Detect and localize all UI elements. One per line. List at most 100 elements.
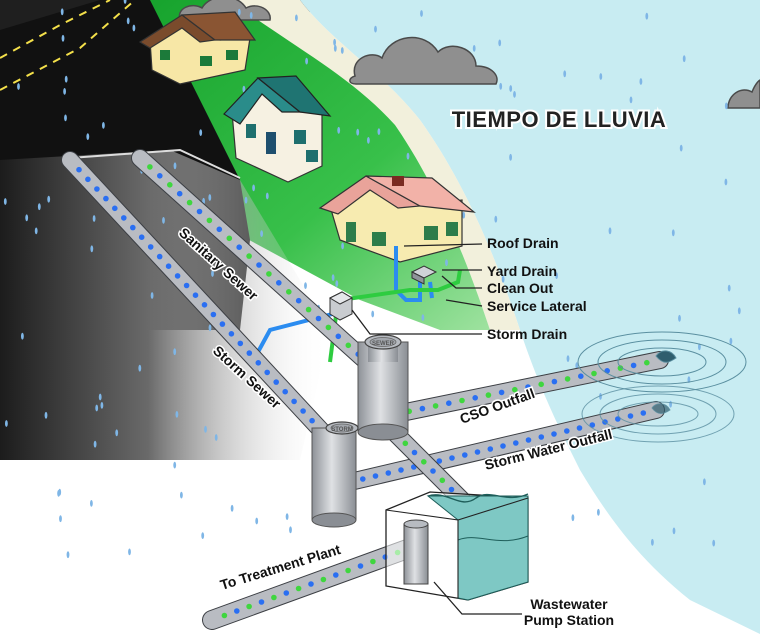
storm-drain-label: Storm Drain — [487, 326, 567, 342]
rain-drop — [249, 12, 253, 19]
flow-dot — [121, 215, 127, 221]
flow-dot — [360, 476, 366, 482]
rain-drop — [421, 314, 425, 321]
rain-drop — [729, 337, 733, 345]
yard-drain-icon — [410, 265, 438, 285]
flow-dot — [345, 567, 351, 574]
rain-drop — [499, 82, 503, 90]
rain-drop — [237, 8, 241, 16]
flow-dot — [432, 403, 439, 409]
rain-drop — [199, 129, 203, 137]
rain-drop — [25, 214, 29, 222]
flow-dot — [300, 408, 306, 414]
flow-dot — [551, 378, 558, 385]
rain-drop — [509, 153, 512, 161]
rain-drop — [98, 393, 102, 401]
flow-dot — [398, 467, 404, 473]
rain-drop — [669, 400, 672, 408]
flow-dot — [333, 572, 339, 578]
flow-dot — [644, 359, 650, 366]
rain-drop — [59, 515, 62, 523]
flow-dot — [165, 263, 172, 270]
roof-drain-label: Roof Drain — [487, 235, 559, 251]
flow-dot — [236, 244, 242, 250]
wastewater-label: Wastewater — [530, 596, 608, 612]
flow-dot — [627, 413, 634, 419]
pump-station — [385, 491, 529, 601]
rain-drop — [501, 275, 505, 283]
flow-dot — [498, 389, 505, 396]
flow-dot — [617, 365, 624, 371]
flow-dot — [76, 166, 82, 173]
rain-drop — [132, 24, 136, 32]
rain-drop — [724, 102, 728, 110]
rain-drop — [377, 128, 381, 136]
rain-drop — [698, 343, 701, 351]
flow-dot — [271, 594, 277, 601]
flow-dot — [130, 224, 136, 231]
rain-drop — [66, 551, 70, 559]
rain-drop — [597, 508, 600, 516]
rain-drop — [672, 527, 676, 535]
flow-dot — [246, 253, 252, 259]
rain-drop — [599, 393, 602, 400]
flow-dot — [196, 208, 203, 215]
flow-dot — [538, 381, 544, 388]
flow-dot — [295, 297, 302, 304]
flow-dot — [183, 282, 190, 289]
rain-drop — [727, 284, 731, 292]
flow-dot — [485, 392, 492, 398]
flow-dot — [276, 280, 282, 286]
rain-drop — [115, 429, 119, 437]
rain-drop — [5, 420, 8, 427]
storm-outfall-ripple — [581, 385, 735, 443]
flow-dot — [335, 333, 342, 340]
rain-drop — [34, 227, 38, 235]
rain-drop — [173, 162, 177, 170]
flow-dot — [138, 234, 145, 240]
flow-dot — [273, 379, 280, 385]
rain-drop — [608, 227, 612, 235]
flow-dot — [419, 405, 426, 412]
flow-dot — [186, 199, 193, 206]
rain-drop — [687, 376, 691, 383]
rain-drop — [304, 282, 307, 289]
beach-area — [220, 0, 520, 330]
flow-dot — [436, 458, 443, 464]
flow-dot — [94, 186, 100, 192]
page-title: TIEMPO DE LLUVIA — [452, 107, 667, 132]
rain-drop — [92, 215, 96, 222]
rain-drop — [367, 137, 370, 144]
rain-drop — [462, 211, 466, 219]
rain-drop — [201, 532, 205, 539]
rain-drop — [333, 38, 336, 46]
house-icon — [223, 75, 332, 183]
rain-drop — [208, 194, 212, 201]
rain-drop — [555, 272, 558, 279]
flow-dot — [309, 417, 315, 424]
rain-drop — [682, 55, 686, 63]
rain-drop — [337, 126, 341, 134]
flow-dot — [525, 384, 531, 390]
rain-drop — [371, 310, 375, 318]
yard-drain-label: Yard Drain — [487, 263, 557, 279]
storm-manhole: STORM — [311, 421, 359, 528]
rain-drop — [123, 0, 127, 4]
rain-drop — [599, 73, 603, 80]
storm-drain-box — [328, 291, 354, 321]
rain-drop — [712, 539, 716, 547]
flow-dot — [246, 350, 253, 356]
rain-drop — [305, 57, 308, 65]
flow-dot — [320, 576, 327, 583]
flow-dot — [264, 369, 271, 376]
flow-dot — [258, 599, 265, 605]
flow-dot — [221, 612, 228, 619]
rain-drop — [498, 39, 502, 47]
rain-drop — [138, 364, 142, 372]
rain-drop — [629, 96, 633, 104]
flow-dot — [226, 235, 233, 242]
rain-drop — [47, 195, 51, 203]
rain-drop — [420, 10, 423, 17]
flow-dot — [291, 398, 297, 405]
flow-dot — [564, 376, 571, 382]
